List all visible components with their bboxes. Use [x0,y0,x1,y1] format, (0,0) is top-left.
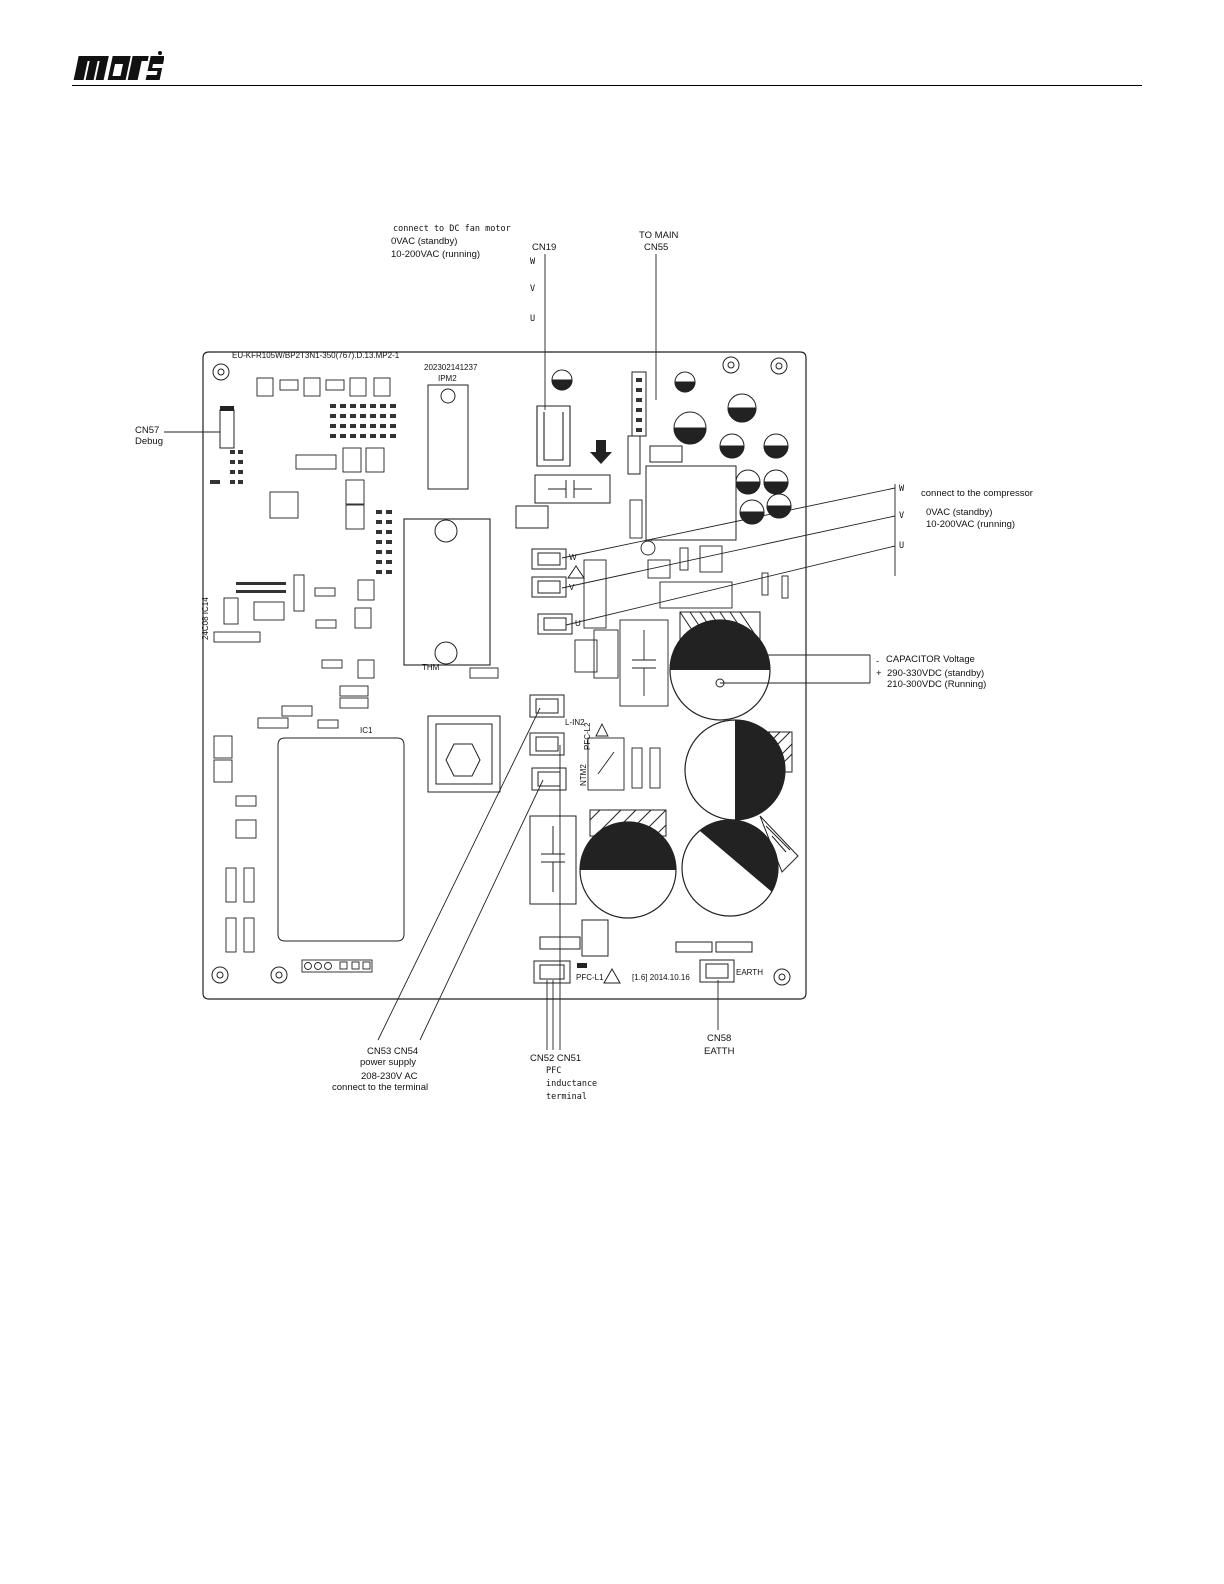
board-date-silk: [1.6] 2014.10.16 [632,973,690,982]
ic1-module [277,737,405,942]
l-in-silk: L-IN2 [565,718,585,727]
capacitor-running: 210-300VDC (Running) [887,679,987,690]
leader-lines [164,254,896,1050]
debug-label: Debug [135,436,163,447]
board-outline [202,351,807,1000]
header-rule [72,85,1142,86]
fan-v: V [530,284,536,294]
small-capacitors [551,369,792,525]
compressor-title: connect to the compressor [921,488,1033,499]
board-model-silk: EU-KFR105W/BP2T3N1-350(767).D.13.MP2-1 [232,351,400,360]
pfc-label-1: PFC [546,1066,562,1076]
cn19-connector [536,405,571,467]
pfc-capacitor-block [529,815,577,905]
fan-title: connect to DC fan motor [393,224,511,234]
power-connectors [529,694,567,791]
fan-w: W [530,257,536,267]
cn58-label: CN58 [707,1033,732,1044]
compressor-w: W [899,484,905,494]
cn52-cn51-label: CN52 CN51 [530,1053,582,1064]
dc-bus-capacitor-4 [681,815,799,917]
ic14-silk: 24C08 IC14 [201,597,210,640]
capacitor-standby: 290-330VDC (standby) [887,668,985,679]
compressor-running: 10-200VAC (running) [926,519,1016,530]
bottom-left-pads [213,667,499,973]
pfc-label-3: terminal [546,1092,587,1102]
pfc-l2-silk: PFC-L2 [583,722,592,750]
capacitor-plus: + [876,668,882,679]
to-main-label: TO MAIN [639,230,679,241]
compressor-connectors [531,548,573,635]
ipm2-module [427,384,469,490]
upper-left-components [213,377,391,709]
board-serial-silk: 202302141237 [424,363,478,372]
mounting-holes [211,356,791,986]
fan-u: U [530,314,536,324]
ntm-silk: NTM2 [579,764,588,786]
power-supply-label: power supply [360,1057,416,1068]
bridge-rectifier [427,715,501,793]
fan-standby: 0VAC (standby) [391,236,458,247]
cn57-label: CN57 [135,425,160,436]
u-silk: U [575,619,581,628]
dc-bus-capacitor-2 [684,719,793,821]
dc-bus-capacitor-3 [579,809,677,919]
power-voltage-label: 208-230V AC [361,1071,418,1082]
capacitor-title: CAPACITOR Voltage [886,654,975,665]
cn53-cn54-label: CN53 CN54 [367,1046,419,1057]
v-silk: V [569,583,575,592]
power-terminal-label: connect to the terminal [332,1082,429,1093]
fan-running: 10-200VAC (running) [391,249,481,260]
mars-logo [73,51,164,80]
compressor-standby: 0VAC (standby) [926,507,993,518]
down-arrow-mark [590,440,612,464]
capacitor-minus: - [876,656,880,667]
page-header [72,40,1142,90]
relay-block [645,465,737,541]
cn57-connector [219,409,235,449]
ic1-silk: IC1 [360,726,373,735]
thm-silk: THM [422,663,440,672]
compressor-u: U [899,541,905,551]
earth-silk: EARTH [736,968,763,977]
compressor-v: V [899,511,905,521]
pfc-label-2: inductance [546,1079,598,1089]
w-silk: W [569,553,577,562]
cn19-label: CN19 [532,242,557,253]
cn55-label: CN55 [644,242,669,253]
ipm2-silk: IPM2 [438,374,457,383]
smd-pad-grid [210,404,396,593]
pfc-l1-silk: PFC-L1 [576,973,604,982]
ipm-heatsink [403,518,491,666]
dc-bus-capacitor-1 [669,611,771,721]
earth-label: EATTH [704,1046,735,1057]
